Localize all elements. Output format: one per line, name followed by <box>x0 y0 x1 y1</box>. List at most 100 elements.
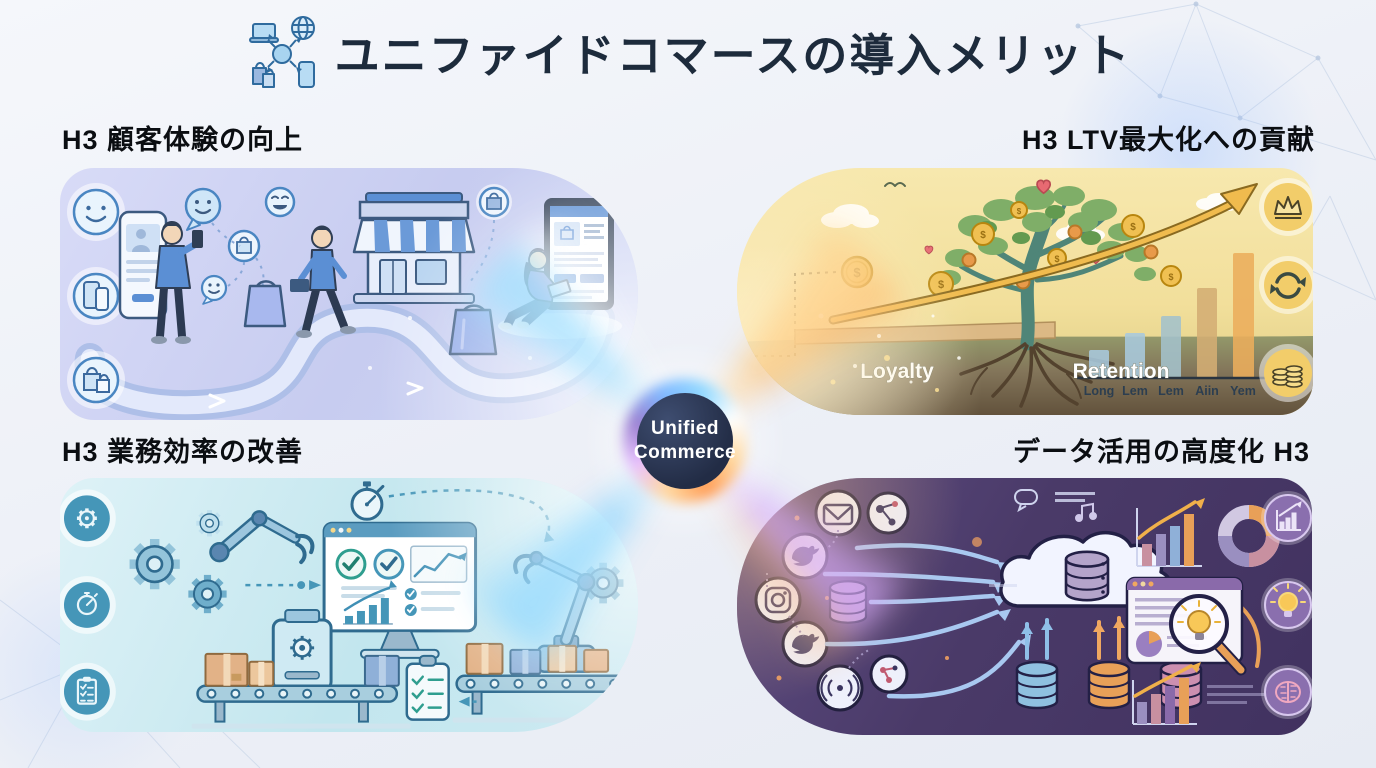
instagram-icon <box>754 576 802 624</box>
checklist-icon <box>60 662 116 721</box>
heading-data-utilization: データ活用の高度化 H3 <box>1012 437 1310 467</box>
svg-text:Aiin: Aiin <box>1195 384 1219 398</box>
donut-chart <box>1218 505 1280 567</box>
panel-efficiency <box>60 478 638 732</box>
growth-bars <box>1089 253 1254 378</box>
svg-text:Lem: Lem <box>1158 384 1184 398</box>
svg-text:$: $ <box>1017 207 1022 216</box>
axis-labels: Long Lem Lem Aiin Yem <box>1084 384 1256 398</box>
molecule-icon-small <box>869 654 909 694</box>
heading-customer-experience: H3 顧客体験の向上 <box>62 125 304 155</box>
sparkles <box>818 313 961 384</box>
hub-label-line2: Commerce <box>633 442 737 463</box>
gear-icon <box>60 489 116 548</box>
magnifier-lightbulb <box>1169 594 1247 676</box>
mobile-devices-icon <box>67 267 125 325</box>
svg-text:Yem: Yem <box>1230 384 1256 398</box>
fruits <box>961 224 1159 290</box>
cloud-database <box>999 530 1174 608</box>
brain-icon <box>1261 665 1312 719</box>
database-small <box>828 580 868 624</box>
database-orange <box>1087 660 1131 710</box>
svg-text:$: $ <box>853 265 861 280</box>
broadcast-icon <box>816 664 864 712</box>
database-pink <box>1159 660 1203 710</box>
page-title: ユニファイドコマースの導入メリット <box>334 29 1132 81</box>
data-flow-arrows <box>822 543 1022 699</box>
hub-label-line1: Unified <box>651 418 719 440</box>
storefront <box>352 192 476 304</box>
seating-platform <box>498 313 622 339</box>
customer-with-phone <box>151 220 203 344</box>
ledge <box>794 321 1056 345</box>
svg-text:$: $ <box>938 279 944 291</box>
small-smiley-bubble <box>200 274 228 305</box>
smiley-speech-bubble <box>184 187 222 231</box>
upload-arrows <box>1025 582 1261 668</box>
panel-customer-experience <box>60 168 638 420</box>
panel-ltv: $ <box>737 168 1313 415</box>
lightbulb-icon <box>1261 578 1312 632</box>
dashboard-monitor <box>322 521 478 659</box>
checklist-clipboard <box>405 654 450 721</box>
clouds <box>821 193 1238 241</box>
repeat-cycle-icon <box>1259 256 1313 314</box>
svg-text:Lem: Lem <box>1122 384 1148 398</box>
robot-arm-right <box>513 550 596 674</box>
shopping-bag-large <box>448 304 498 356</box>
birds <box>884 182 1046 227</box>
processing-machine <box>271 608 333 692</box>
customer-journey-illustration <box>67 183 622 420</box>
unified-commerce-hub: Unified Commerce <box>633 393 737 489</box>
stopwatch-large <box>350 481 385 521</box>
omnichannel-network-icon <box>248 16 315 88</box>
chat-bubble-glyph <box>1014 489 1038 513</box>
loyalty-label: Loyalty <box>860 360 934 383</box>
tree-coins: $ $ $ $ $ $ <box>928 201 1182 297</box>
customer-on-tablet <box>500 247 572 330</box>
shopping-bag-bubble <box>227 229 261 263</box>
panel-data-utilization <box>737 478 1312 735</box>
tablet-product-screen <box>544 198 614 310</box>
shopping-bag-medium <box>243 280 287 328</box>
customer-walking <box>290 225 356 338</box>
bar-chart-growth-icon <box>1261 491 1312 545</box>
growth-arrow <box>828 183 1258 325</box>
retention-label: Retention <box>1073 360 1170 383</box>
data-cloud-illustration <box>754 489 1312 725</box>
hearts <box>924 179 1102 265</box>
robot-arm-left <box>209 510 315 565</box>
money-tree-illustration: $ <box>737 178 1313 415</box>
ground <box>737 336 1313 415</box>
insight-browser-window <box>1125 576 1244 665</box>
bar-chart-panel-top <box>1136 498 1205 567</box>
coin-icon: $ <box>840 255 874 289</box>
shopping-bags-icon <box>67 351 125 409</box>
automation-illustration <box>60 481 633 729</box>
shopping-bag-bubble-2 <box>476 184 512 220</box>
svg-text:Long: Long <box>1084 384 1115 398</box>
heading-ltv: H3 LTV最大化への貢献 <box>1021 125 1315 155</box>
svg-text:$: $ <box>1130 222 1136 233</box>
social-bird-icon-2 <box>781 620 829 668</box>
heading-efficiency: H3 業務効率の改善 <box>62 437 304 467</box>
smiley-face-icon <box>67 183 125 241</box>
header: ユニファイドコマースの導入メリット <box>0 14 1376 88</box>
svg-text:$: $ <box>980 230 986 241</box>
coin-stack-icon <box>1259 344 1313 402</box>
bar-chart-panel-bottom <box>1132 662 1201 725</box>
svg-text:$: $ <box>1168 272 1173 282</box>
conveyor-boxes-left <box>204 652 400 687</box>
smartphone-app-screen <box>118 210 168 320</box>
email-icon <box>814 489 862 537</box>
conveyor-belt-right <box>452 642 633 723</box>
crown-icon <box>1259 178 1313 236</box>
svg-text:$: $ <box>1054 254 1059 264</box>
music-note-glyph <box>1075 502 1097 522</box>
leaves <box>937 186 1156 286</box>
social-bird-icon <box>781 532 829 580</box>
money-tree: $ $ $ $ $ $ <box>924 179 1182 408</box>
laughing-face-bubble <box>264 186 296 218</box>
database-blue <box>1015 660 1059 710</box>
